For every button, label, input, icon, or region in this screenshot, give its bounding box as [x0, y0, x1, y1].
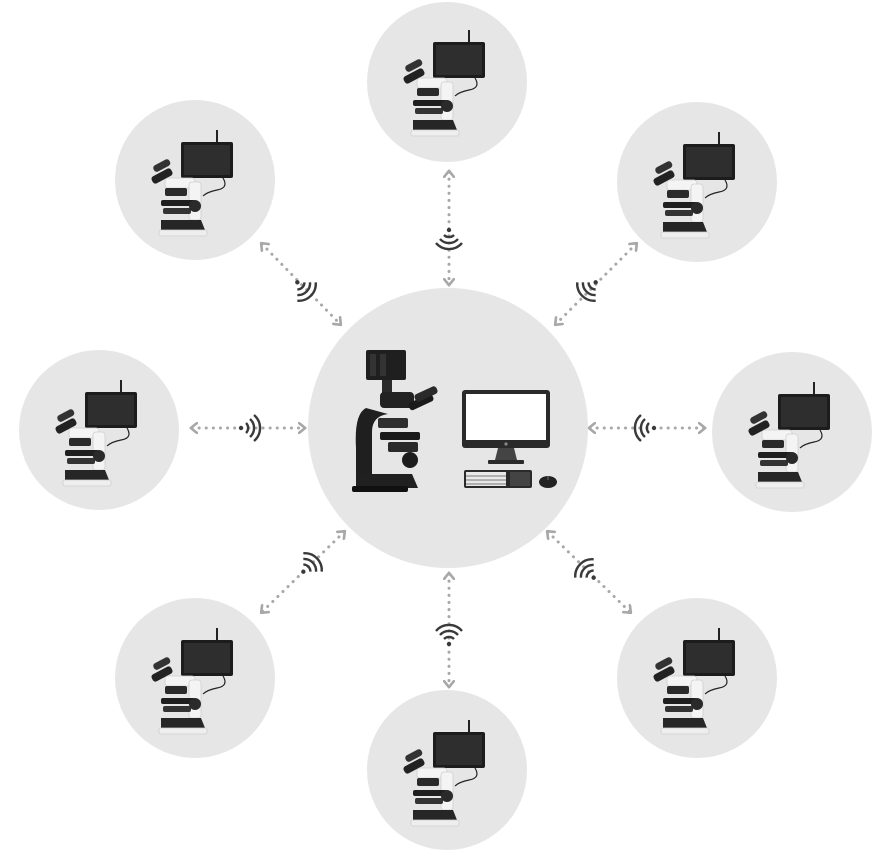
node-bottom-right: [617, 598, 777, 758]
node-top-right: [617, 102, 777, 262]
node-bottom: [367, 690, 527, 850]
node-top-left: [115, 100, 275, 260]
node-top: [367, 2, 527, 162]
link-right: [590, 413, 704, 443]
link-top-right: [556, 244, 636, 324]
wifi-signal-icon: [434, 623, 464, 648]
link-bottom-right: [548, 532, 630, 612]
node-left: [19, 350, 179, 510]
wifi-signal-icon: [434, 226, 464, 251]
microscope-with-camera-icon: [352, 350, 438, 492]
keyboard-icon: [464, 470, 532, 488]
wireless-links: [192, 172, 704, 686]
link-bottom: [434, 574, 464, 686]
wifi-signal-icon: [285, 270, 322, 307]
link-bottom-left: [262, 532, 344, 612]
mouse-icon: [539, 476, 557, 488]
node-right: [712, 352, 872, 512]
center-hub: [308, 288, 588, 568]
link-left: [192, 413, 304, 443]
node-bottom-left: [115, 598, 275, 758]
link-top-left: [262, 244, 340, 324]
link-top: [434, 172, 464, 284]
desktop-computer-icon: [462, 390, 550, 464]
